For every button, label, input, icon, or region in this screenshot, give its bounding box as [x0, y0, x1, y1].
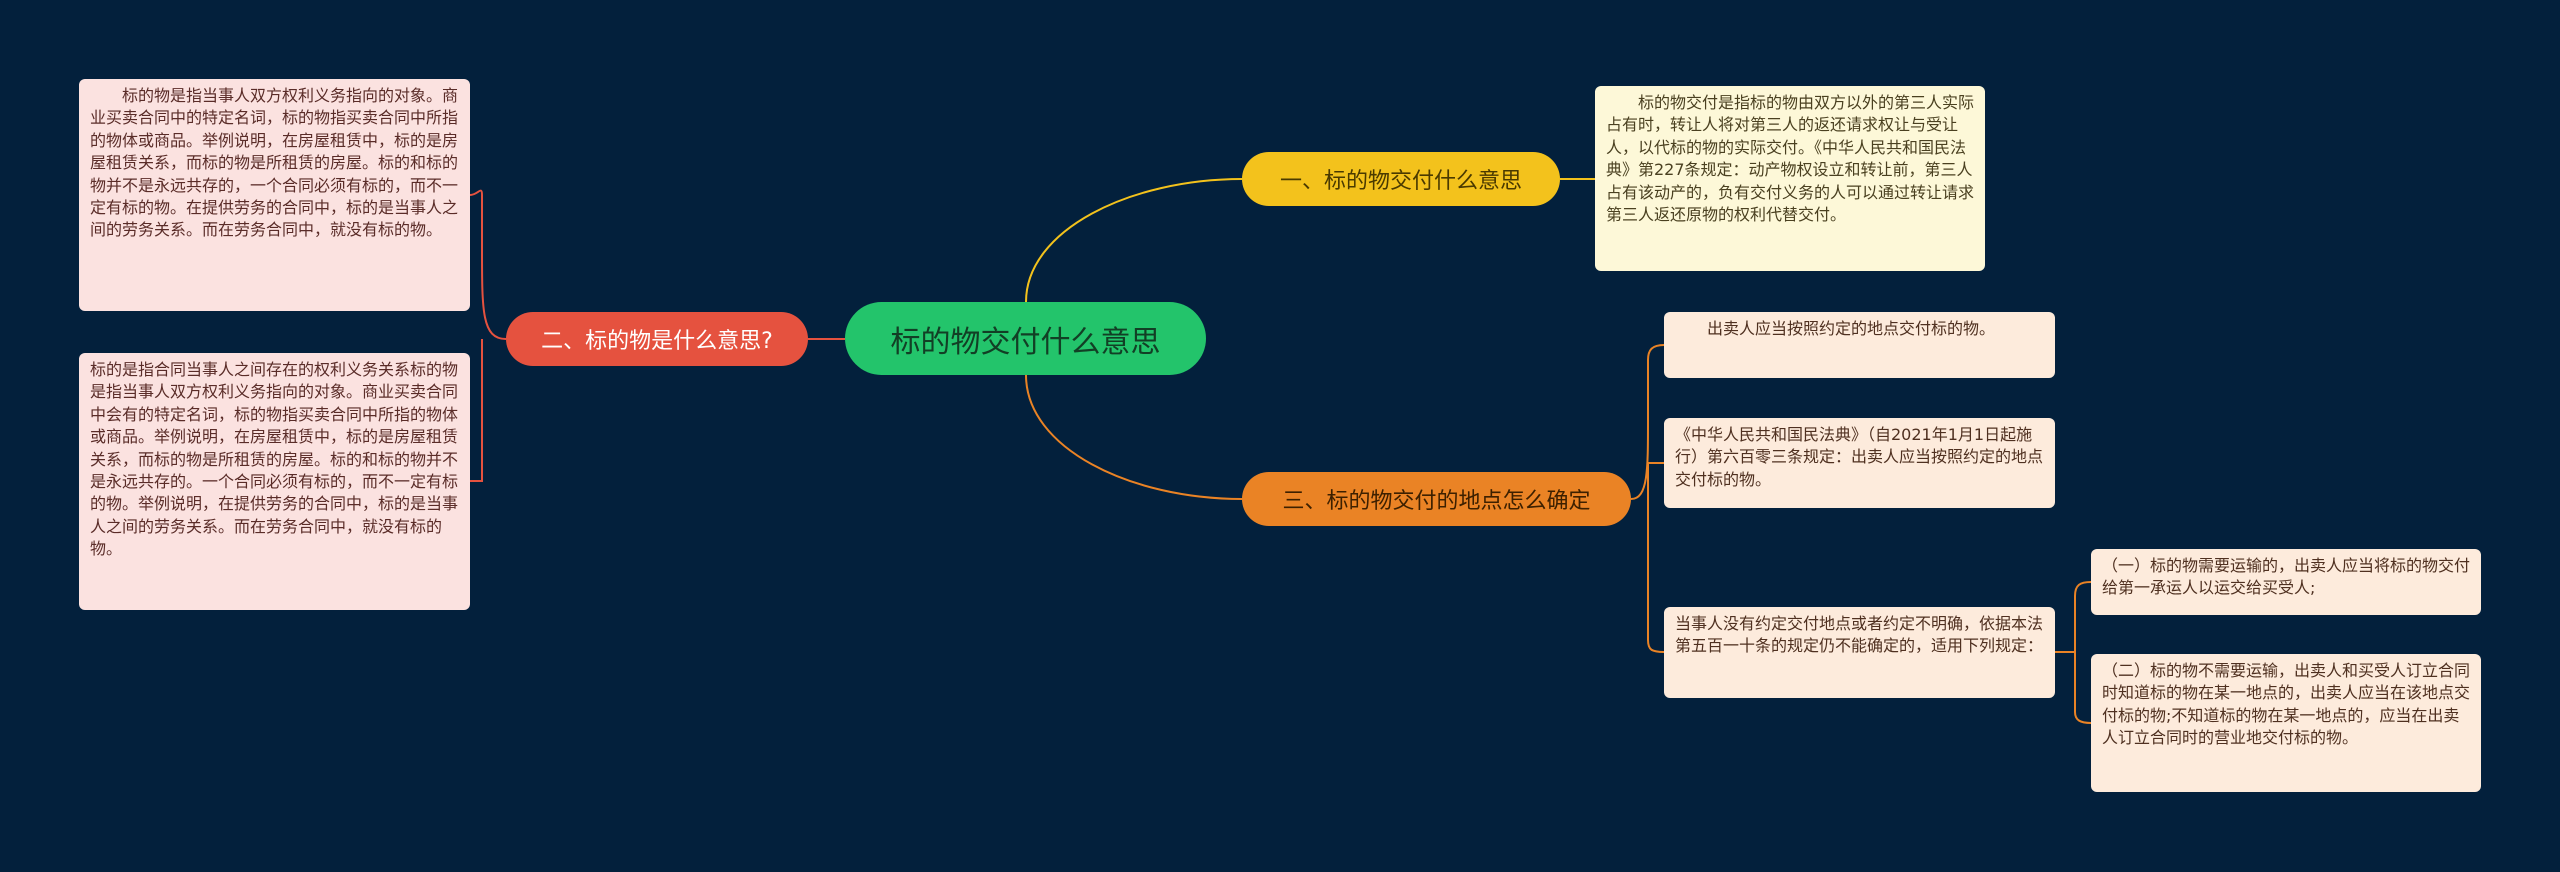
- note-delivery-definition[interactable]: 标的物交付是指标的物由双方以外的第三人实际占有时，转让人将对第三人的返还请求权让…: [1595, 86, 1985, 271]
- note-no-agreement[interactable]: 当事人没有约定交付地点或者约定不明确，依据本法第五百一十条的规定仍不能确定的，适…: [1664, 607, 2055, 698]
- note-subject-matter-1[interactable]: 标的物是指当事人双方权利义务指向的对象。商业买卖合同中的特定名词，标的物指买卖合…: [79, 79, 470, 311]
- subnote-no-transport[interactable]: （二）标的物不需要运输，出卖人和买受人订立合同时知道标的物在某一地点的，出卖人应…: [2091, 654, 2481, 792]
- note-location-rule[interactable]: 出卖人应当按照约定的地点交付标的物。: [1664, 312, 2055, 378]
- note-civil-code-article[interactable]: 《中华人民共和国民法典》（自2021年1月1日起施行）第六百零三条规定：出卖人应…: [1664, 418, 2055, 508]
- link-center-branch3: [1025, 374, 1243, 500]
- link-note-subnotes: [2055, 581, 2092, 724]
- subnote-transport-needed[interactable]: （一）标的物需要运输的，出卖人应当将标的物交付给第一承运人以运交给买受人;: [2091, 549, 2481, 615]
- branch-what-is-subject-matter[interactable]: 二、标的物是什么意思?: [506, 312, 808, 366]
- branch-delivery-location[interactable]: 三、标的物交付的地点怎么确定: [1242, 472, 1631, 526]
- branch-what-is-delivery[interactable]: 一、标的物交付什么意思: [1242, 152, 1560, 206]
- link-branch3-notes: [1630, 344, 1665, 653]
- link-branch2-notes: [469, 189, 507, 482]
- central-topic[interactable]: 标的物交付什么意思: [845, 302, 1206, 375]
- link-center-branch1: [1025, 178, 1243, 303]
- note-subject-matter-2[interactable]: 标的是指合同当事人之间存在的权利义务关系标的物是指当事人双方权利义务指向的对象。…: [79, 353, 470, 610]
